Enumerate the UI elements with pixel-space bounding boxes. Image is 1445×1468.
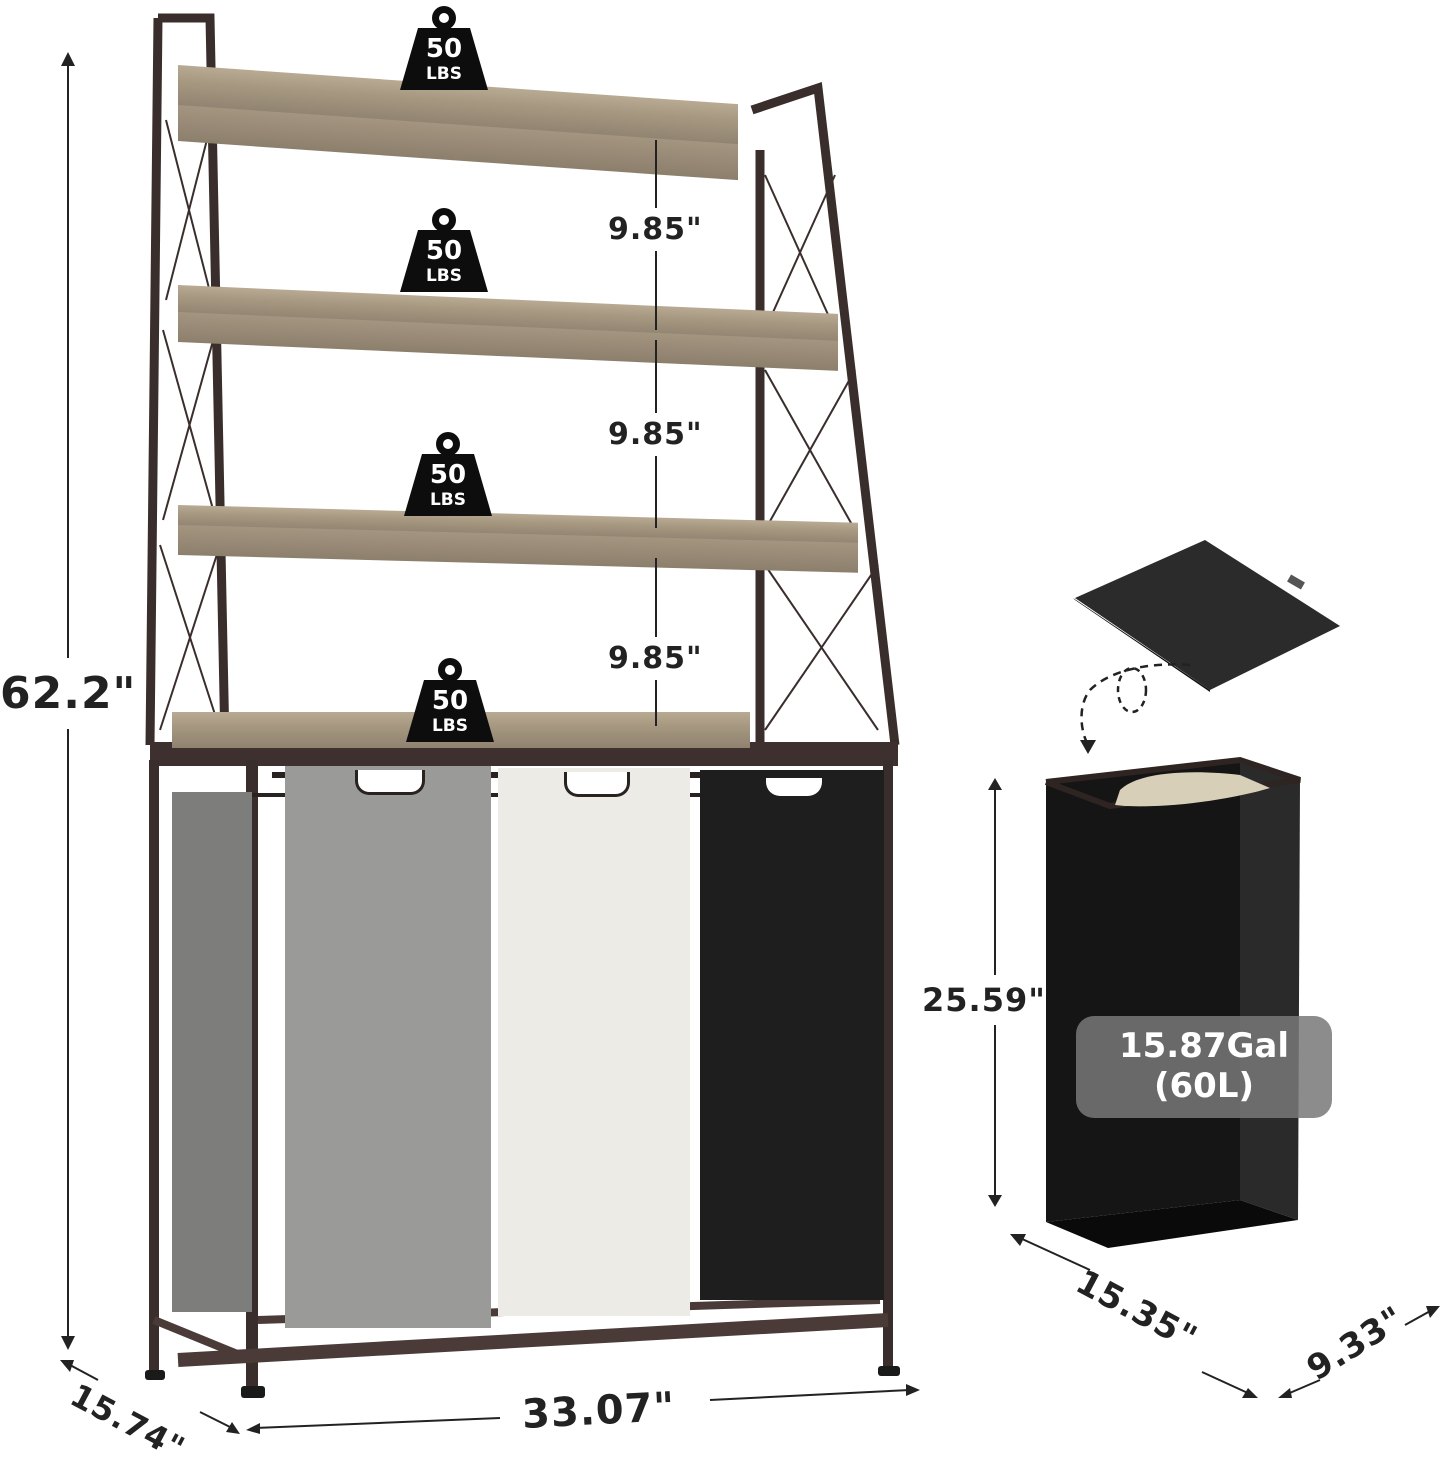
height-arrow-top-icon (61, 52, 75, 66)
weight-value: 50 (425, 236, 463, 266)
weight-unit: LBS (425, 266, 463, 286)
weight-unit: LBS (431, 716, 469, 736)
weight-value: 50 (431, 686, 469, 716)
weight-badge-2: 50 LBS (396, 206, 492, 294)
laundry-bag-black (700, 770, 884, 1300)
bag-handle-cutout (564, 772, 630, 797)
bottom-dimension-lines (60, 1360, 920, 1434)
bag-handle-cutout (355, 770, 425, 795)
capacity-badge: 15.87Gal (60L) (1076, 1016, 1332, 1118)
laundry-bag-gray (285, 766, 491, 1328)
weight-value: 50 (425, 34, 463, 64)
weight-badge-3: 50 LBS (400, 430, 496, 518)
laundry-bag-white (498, 768, 690, 1316)
weight-value: 50 (429, 460, 467, 490)
spacing-label-2: 9.85" (608, 413, 703, 456)
overall-height-label: 62.2" (0, 658, 137, 729)
laundry-bag-back (172, 792, 252, 1312)
spacing-label-3: 9.85" (608, 637, 703, 680)
shelf-unit: 62.2" (0, 4, 920, 1468)
weight-unit: LBS (429, 490, 467, 510)
weight-badge-1: 50 LBS (396, 4, 492, 92)
bag-lid (988, 540, 1440, 1398)
weight-icon (404, 432, 492, 516)
width-label: 33.07" (520, 1384, 677, 1438)
bag-detail: 25.59" 15.87Gal (60L) 15.35" 9.33" (922, 0, 1445, 1440)
bag-handle-cutout (766, 778, 822, 796)
height-arrow-bottom-icon (61, 1336, 75, 1350)
capacity-liters: (60L) (1153, 1066, 1255, 1106)
capacity-gallons: 15.87Gal (1118, 1026, 1290, 1066)
weight-icon (400, 208, 488, 292)
bag-height-label: 25.59" (922, 975, 1046, 1025)
weight-icon (406, 658, 494, 742)
weight-unit: LBS (425, 64, 463, 84)
weight-icon (400, 6, 488, 90)
weight-badge-4: 50 LBS (402, 656, 498, 744)
spacing-label-1: 9.85" (608, 208, 703, 251)
